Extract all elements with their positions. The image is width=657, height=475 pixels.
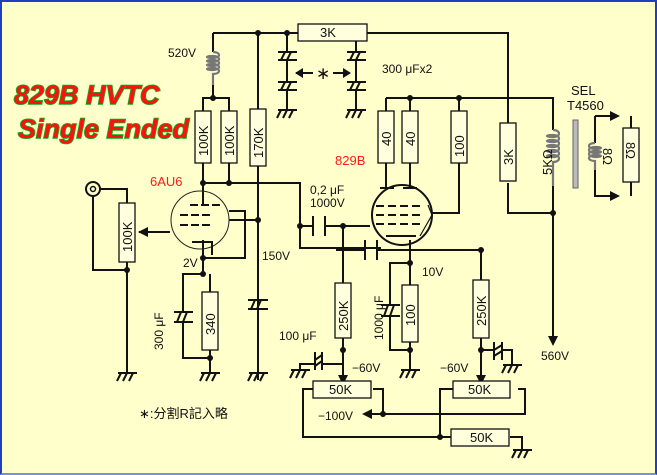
resistor-grid-leak-a: [334, 282, 352, 339]
svg-text:520V: 520V: [168, 46, 196, 60]
voltage-labels: 520V 150V 2V 10V −60V −60V −100V 560V: [168, 46, 569, 423]
svg-text:40: 40: [379, 132, 394, 146]
svg-text:1000V: 1000V: [310, 196, 345, 210]
svg-text:300 μF: 300 μF: [152, 312, 166, 350]
output-transformer-icon: [545, 116, 632, 196]
resistor-load: [622, 127, 640, 183]
tube-829b-icon: [371, 184, 433, 246]
svg-text:0,2 μF: 0,2 μF: [310, 183, 344, 197]
svg-text:170K: 170K: [251, 127, 266, 158]
tube-label-829b: 829B: [335, 153, 365, 168]
svg-text:100K: 100K: [120, 221, 135, 252]
svg-text:250K: 250K: [474, 295, 489, 326]
resistor-plate-load-b: [220, 110, 238, 164]
tube-6au6-icon: [170, 190, 230, 255]
svg-text:5KΩ: 5KΩ: [540, 149, 555, 175]
svg-text:50K: 50K: [468, 382, 491, 397]
resistor-screen-bleeder: [499, 122, 517, 182]
resistor-plate-load-a: [194, 110, 212, 164]
resistor-plate-stopper-b: [401, 110, 419, 164]
resistor-screen-stopper: [450, 110, 468, 164]
choke-icon: [205, 50, 221, 85]
svg-text:10V: 10V: [422, 265, 443, 279]
svg-text:3K: 3K: [320, 25, 336, 40]
capacitor-labels: 300 μFx2 0,2 μF 1000V 300 μF 100 μF 1000…: [152, 62, 433, 350]
svg-text:−60V: −60V: [440, 361, 468, 375]
title-line1: 829B HVTC: [14, 80, 160, 110]
resistor-bias-pot-a: [312, 380, 372, 399]
resistor-cathode-output: [401, 284, 419, 343]
svg-text:SEL: SEL: [571, 83, 596, 98]
svg-text:300 μFx2: 300 μFx2: [382, 62, 433, 76]
svg-text:1000 μF: 1000 μF: [372, 296, 386, 340]
svg-text:150V: 150V: [262, 249, 290, 263]
svg-text:50K: 50K: [470, 430, 493, 445]
resistor-input-pot: [118, 202, 136, 263]
resistor-labels: 100K 100K 170K 100K 340 40 40 100 3K 250…: [120, 25, 638, 445]
svg-text:8Ω: 8Ω: [623, 142, 638, 159]
input-jack-icon[interactable]: [85, 181, 101, 197]
svg-text:100 μF: 100 μF: [279, 329, 317, 343]
resistor-bias-pot-b: [452, 380, 511, 399]
svg-text:2V: 2V: [183, 256, 198, 270]
svg-text:100K: 100K: [222, 125, 237, 156]
resistors: [118, 23, 640, 447]
svg-text:3K: 3K: [501, 149, 516, 165]
resistor-top-series: [297, 23, 368, 42]
svg-text:100K: 100K: [196, 125, 211, 156]
svg-text:100: 100: [452, 135, 467, 157]
svg-text:50K: 50K: [329, 382, 352, 397]
capacitor-symbols: [174, 51, 503, 370]
svg-text:100: 100: [403, 304, 418, 326]
resistor-grid-leak-b: [472, 279, 490, 339]
resistor-plate-stopper-a: [377, 110, 395, 164]
title-line2: Single Ended: [18, 114, 190, 144]
arrows: [138, 68, 620, 419]
svg-text:560V: 560V: [541, 349, 569, 363]
transformer-labels: SEL T4560 5KΩ 8Ω: [540, 83, 615, 175]
tube-label-6au6: 6AU6: [150, 174, 183, 189]
footnote: ∗:分割R記入略: [139, 406, 228, 421]
svg-text:−100V: −100V: [318, 409, 353, 423]
svg-text:40: 40: [403, 132, 418, 146]
resistor-cathode-driver: [201, 291, 219, 351]
svg-text:T4560: T4560: [567, 98, 604, 113]
svg-text:8Ω: 8Ω: [600, 148, 615, 165]
svg-text:−60V: −60V: [352, 361, 380, 375]
resistor-screen-drop: [249, 108, 267, 167]
ground-icons: [116, 109, 532, 459]
asterisk-marker: ∗: [316, 64, 330, 83]
svg-text:340: 340: [203, 313, 218, 335]
resistor-bias-pot-c: [450, 428, 510, 447]
svg-text:250K: 250K: [336, 300, 351, 331]
